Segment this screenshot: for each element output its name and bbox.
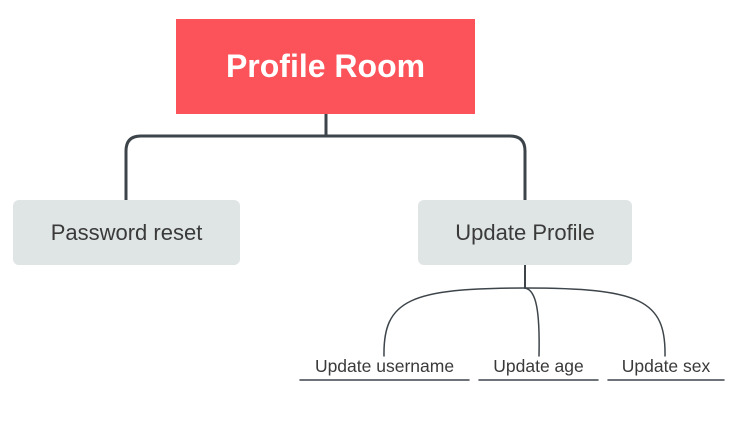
subtopic-label: Password reset — [50, 219, 203, 245]
subtopic-label: Update Profile — [455, 219, 595, 245]
subtopic-password-reset[interactable]: Password reset — [13, 200, 240, 265]
leaf-label: Update age — [493, 355, 584, 376]
leaf-label: Update sex — [621, 355, 711, 376]
leaf-label: Update username — [314, 355, 455, 376]
curve-to-age — [524, 287, 540, 357]
subtopic-update-profile[interactable]: Update Profile — [418, 200, 632, 265]
branch-connector — [124, 134, 527, 202]
leaf-update-age[interactable]: Update age — [479, 352, 598, 380]
root-topic[interactable]: Profile Room — [176, 19, 475, 114]
curve-to-username — [383, 287, 526, 357]
curve-to-sex — [524, 287, 666, 357]
root-topic-label: Profile Room — [225, 48, 426, 84]
leaf-update-sex[interactable]: Update sex — [608, 352, 724, 380]
leaf-update-username[interactable]: Update username — [300, 352, 469, 380]
